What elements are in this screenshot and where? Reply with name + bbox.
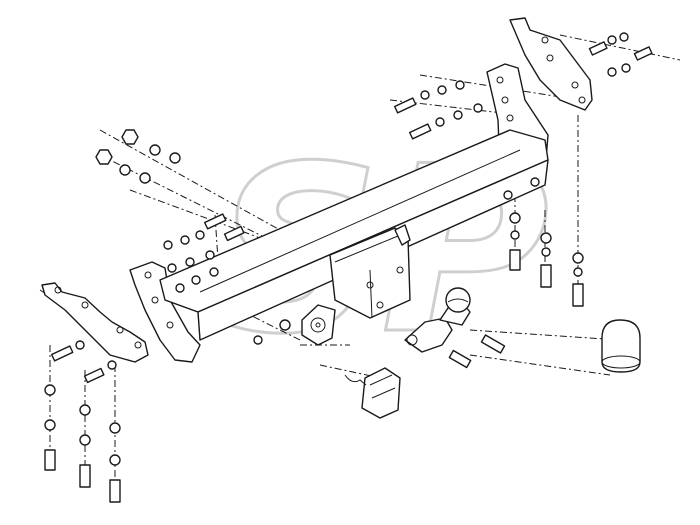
electrical-socket — [301, 304, 336, 346]
right-chassis-plate — [509, 17, 593, 111]
left-chassis-plate — [41, 282, 149, 363]
tow-ball — [404, 287, 471, 353]
left-mounting-bracket — [129, 261, 201, 363]
bolt-nut-washer-sets — [44, 32, 653, 503]
ball-cap — [601, 319, 641, 373]
center-receiver — [329, 224, 411, 319]
wiring-connector — [344, 367, 401, 419]
